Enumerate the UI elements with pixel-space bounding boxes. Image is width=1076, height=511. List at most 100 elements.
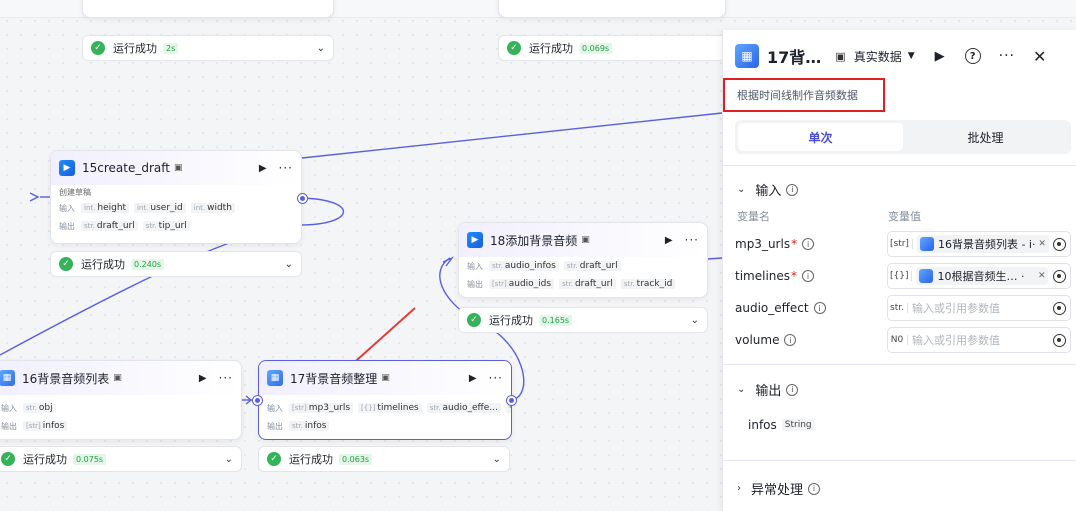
info-icon: i [786, 383, 799, 396]
node-16-bg-audio-list[interactable]: ▦ 16背景音频列表 ▣ ▶ ··· 输入 str.obj 输出 [str]in… [0, 360, 242, 440]
node-inputs: 输入 [str]mp3_urls [{}]timelines str.audio… [259, 399, 511, 417]
mini-node-icon: ▣ [173, 163, 183, 173]
more-icon[interactable]: ··· [218, 371, 233, 385]
chevron-down-icon[interactable]: ⌄ [492, 453, 501, 465]
chevron-down-icon[interactable]: ⌄ [690, 314, 699, 326]
node-18-add-bg-audio[interactable]: ▶ 18添加背景音频 ▣ ▶ ··· 输入 str.audio_infos st… [458, 222, 708, 298]
node-15-status[interactable]: ✓ 运行成功 0.240s ⌄ [50, 251, 302, 277]
node-description: 创建草稿 [59, 188, 91, 197]
reference-picker-icon[interactable] [1053, 237, 1066, 251]
more-icon[interactable]: ··· [488, 371, 503, 385]
plugin-icon: ▶ [59, 160, 75, 176]
top-left-status[interactable]: ✓ 运行成功 2s ⌄ [82, 35, 334, 61]
chevron-down-icon[interactable]: ⌄ [316, 42, 325, 54]
red-annotation-arrow [347, 307, 416, 369]
node-description-highlight: 根据时间线制作音频数据 [723, 78, 885, 112]
reference-picker-icon[interactable] [1053, 301, 1066, 315]
reference-chip[interactable]: 10根据音频生… ·✕ [916, 267, 1049, 285]
mini-node-icon: ▣ [381, 373, 390, 383]
info-icon: i [802, 270, 815, 282]
run-node-icon[interactable]: ▶ [198, 372, 207, 384]
code-node-icon: ▦ [735, 44, 759, 68]
more-icon[interactable]: ··· [998, 48, 1015, 64]
node-17-status[interactable]: ✓ 运行成功 0.063s ⌄ [258, 446, 510, 472]
param-value-field[interactable]: [{}] 10根据音频生… ·✕ [887, 263, 1071, 289]
code-node-icon: ▦ [267, 370, 283, 386]
param-value-field[interactable]: str. 输入或引用参数值 [887, 295, 1071, 321]
top-mid-node[interactable] [498, 0, 726, 18]
node-inputs: 输入 int.height int.user_id int.width [51, 199, 301, 217]
divider [723, 460, 1076, 461]
chevron-down-icon[interactable]: ⌄ [737, 184, 746, 195]
mini-node-icon: ▣ [835, 49, 846, 63]
top-mid-status[interactable]: ✓ 运行成功 0.069s [498, 35, 726, 61]
chevron-right-icon[interactable]: › [737, 483, 741, 494]
output-port[interactable] [298, 194, 307, 203]
node-title: 18添加背景音频 [490, 233, 578, 248]
remove-icon[interactable]: ✕ [1037, 271, 1046, 281]
code-node-icon: ▦ [0, 370, 15, 386]
input-port[interactable] [253, 396, 262, 405]
reference-chip[interactable]: 16背景音频列表 - i·✕ [916, 235, 1049, 253]
data-source-select[interactable]: 真实数据 [853, 49, 902, 64]
close-icon[interactable]: ✕ [1032, 46, 1047, 66]
reference-picker-icon[interactable] [1053, 333, 1066, 347]
output-port[interactable] [507, 396, 516, 405]
input-section-header[interactable]: ⌄ 输入 i [737, 180, 799, 199]
node-title: 15create_draft [82, 161, 170, 175]
code-node-icon [919, 237, 934, 251]
info-icon: i [786, 183, 799, 196]
tab-batch[interactable]: 批处理 [967, 130, 1004, 145]
mode-tabs: 单次 批处理 [735, 120, 1071, 154]
node-inputs: 输入 str.obj [0, 399, 241, 417]
output-variable: infos String [748, 418, 815, 432]
run-node-icon[interactable]: ▶ [468, 372, 477, 384]
node-18-status[interactable]: ✓ 运行成功 0.165s ⌄ [458, 307, 708, 333]
node-15-create-draft[interactable]: ▶ 15create_draft ▣ ▶ ··· 创建草稿 输入 int.hei… [50, 150, 302, 244]
chevron-down-icon[interactable]: ⌄ [737, 384, 746, 395]
output-type-tag: String [781, 419, 815, 431]
param-placeholder: 输入或引用参数值 [912, 302, 1000, 315]
chevron-down-icon[interactable]: ⌄ [284, 258, 293, 270]
param-value-field[interactable]: N0 输入或引用参数值 [887, 327, 1071, 353]
tab-single[interactable]: 单次 [738, 123, 903, 151]
caret-down-icon[interactable]: ▼ [907, 51, 915, 61]
mini-node-icon: ▣ [113, 373, 122, 383]
param-row-mp3-urls: mp3_urls*i [str] 16背景音频列表 - i·✕ [735, 231, 1071, 257]
divider [723, 364, 1076, 365]
output-section-header[interactable]: ⌄ 输出 i [737, 380, 799, 399]
panel-header: ▦ 17背… ▣ 真实数据 ▼ ▶ ? ··· ✕ [735, 42, 1069, 70]
help-icon[interactable]: ? [964, 48, 981, 64]
more-icon[interactable]: ··· [278, 161, 293, 175]
run-icon[interactable]: ▶ [934, 48, 945, 64]
reference-picker-icon[interactable] [1053, 269, 1066, 283]
more-inputs-icon: ··· [505, 403, 511, 413]
remove-icon[interactable]: ✕ [1038, 239, 1046, 249]
success-check-icon: ✓ [59, 257, 73, 271]
info-icon: i [813, 302, 826, 314]
plugin-icon: ▶ [467, 232, 483, 248]
info-icon: i [802, 238, 815, 250]
status-time: 2s [163, 42, 179, 54]
info-icon: i [784, 334, 797, 346]
node-detail-panel: ▦ 17背… ▣ 真实数据 ▼ ▶ ? ··· ✕ 根据时间线制作音频数据 单次… [722, 30, 1076, 511]
chevron-down-icon[interactable]: ⌄ [224, 453, 233, 465]
run-node-icon[interactable]: ▶ [664, 234, 673, 246]
run-node-icon[interactable]: ▶ [258, 162, 267, 174]
status-time: 0.069s [579, 42, 613, 54]
success-check-icon: ✓ [467, 313, 481, 327]
node-17-bg-audio-arrange[interactable]: ▦ 17背景音频整理 ▣ ▶ ··· 输入 [str]mp3_urls [{}]… [258, 360, 512, 440]
node-inputs: 输入 str.audio_infos str.draft_url [459, 257, 707, 275]
node-title: 17背景音频整理 [290, 371, 378, 386]
node-16-status[interactable]: ✓ 运行成功 0.075s ⌄ [0, 446, 242, 472]
info-icon: i [808, 482, 821, 495]
success-check-icon: ✓ [1, 452, 15, 466]
top-left-node[interactable] [82, 0, 334, 18]
more-icon[interactable]: ··· [684, 233, 699, 247]
error-handling-header[interactable]: › 异常处理 i [737, 479, 821, 498]
status-text: 运行成功 [113, 42, 157, 55]
param-value-field[interactable]: [str] 16背景音频列表 - i·✕ [887, 231, 1071, 257]
code-node-icon [919, 269, 934, 283]
success-check-icon: ✓ [507, 41, 521, 55]
